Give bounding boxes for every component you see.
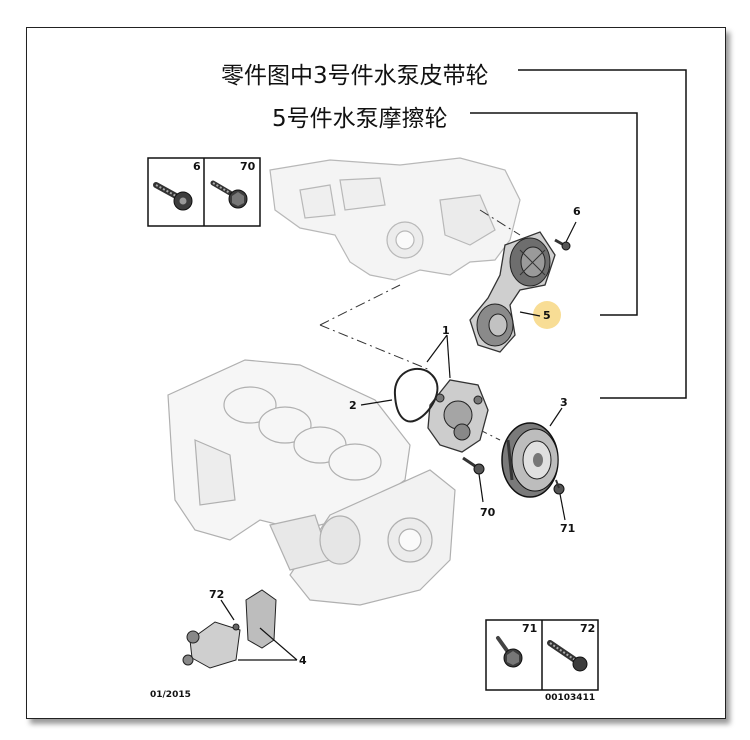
annotation-lines	[470, 69, 687, 399]
legend-top-label-6: 6	[193, 160, 201, 173]
callout-71: 71	[560, 522, 575, 535]
callout-70: 70	[480, 506, 496, 519]
bolt-71-icon	[496, 636, 523, 668]
legend-bottom-label-71: 71	[522, 622, 537, 635]
part-3-pulley	[501, 422, 559, 498]
annotation-pulley-label: 零件图中3号件水泵皮带轮	[221, 63, 489, 89]
callout-3: 3	[560, 396, 568, 409]
callout-6: 6	[573, 205, 581, 218]
footer-date: 01/2015	[150, 690, 191, 700]
bolt-71-near-pulley	[553, 479, 565, 495]
highlight-callout-5	[533, 301, 561, 329]
annotation-friction-wheel-label: 5号件水泵摩擦轮	[272, 106, 448, 132]
callout-4: 4	[299, 654, 307, 667]
diagram-frame	[26, 27, 726, 719]
bolt-70-icon	[210, 180, 248, 209]
bolt-72-icon	[547, 640, 588, 672]
part-1-water-pump	[427, 379, 489, 453]
footer-code: 00103411	[545, 693, 595, 703]
callout-2: 2	[349, 399, 357, 412]
callout-5: 5	[543, 309, 551, 322]
legend-box-bottom: 71 72	[485, 619, 599, 691]
bolt-6-icon	[153, 182, 193, 211]
bolt-70-near-pump	[462, 456, 485, 475]
part-4-bracket	[182, 589, 277, 669]
legend-bottom-label-72: 72	[580, 622, 595, 635]
upper-engine-block	[269, 157, 521, 281]
legend-top-label-70: 70	[240, 160, 256, 173]
callout-72: 72	[209, 588, 224, 601]
callout-leaders	[220, 221, 577, 661]
part-2-gasket	[393, 367, 439, 423]
legend-box-top: 6 70	[147, 157, 261, 227]
part-5-friction-wheel	[469, 231, 556, 353]
bolt-6-near-tensioner	[554, 238, 571, 251]
lower-engine-block	[167, 359, 456, 606]
callout-1: 1	[442, 324, 450, 337]
